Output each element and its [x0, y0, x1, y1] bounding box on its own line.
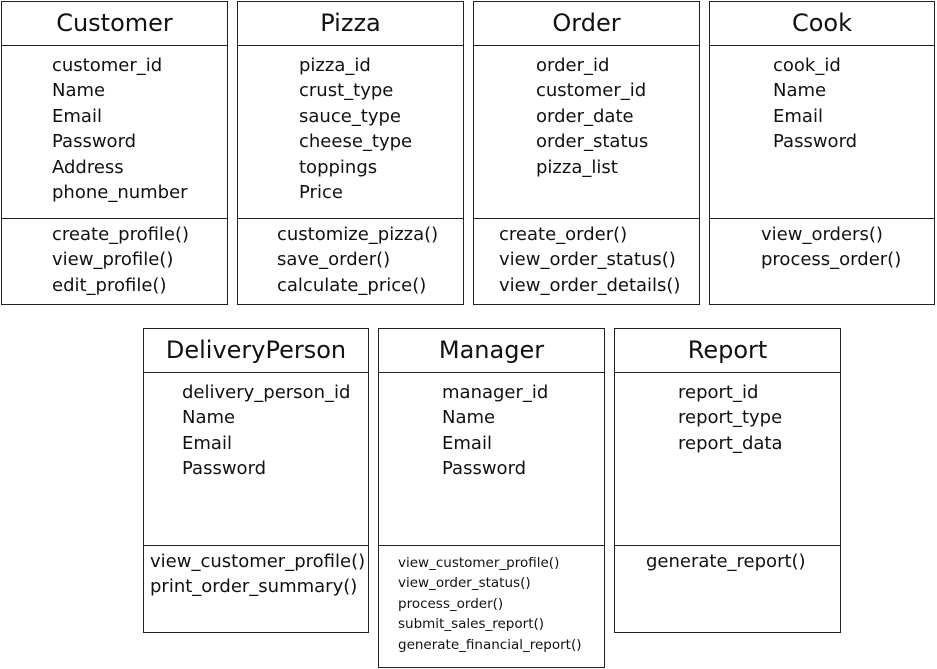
attribute: crust_type	[299, 80, 394, 102]
attribute: sauce_type	[299, 105, 401, 127]
method: generate_financial_report()	[398, 636, 582, 653]
method: view_customer_profile()	[398, 555, 560, 571]
class-name: Cook	[710, 2, 934, 46]
methods-section: create_order() view_order_status() view_…	[474, 219, 699, 304]
attribute: delivery_person_id	[182, 382, 351, 403]
method: print_order_summary()	[150, 576, 358, 598]
attribute: Address	[52, 156, 124, 178]
class-name: Customer	[2, 2, 227, 46]
attribute: Email	[442, 432, 492, 454]
attribute: pizza_list	[536, 156, 618, 178]
class-manager: Manager manager_id Name Email Password v…	[378, 328, 605, 668]
methods-section: generate_report()	[615, 546, 840, 632]
attribute: Password	[52, 131, 137, 153]
attribute: Email	[52, 105, 102, 127]
attribute: Email	[773, 105, 823, 127]
attribute: Password	[773, 131, 858, 153]
method: view_customer_profile()	[150, 551, 366, 572]
attribute: cheese_type	[299, 131, 413, 153]
attributes-section: pizza_id crust_type sauce_type cheese_ty…	[238, 46, 463, 219]
attribute: customer_id	[536, 80, 647, 102]
class-cook: Cook cook_id Name Email Password view_or…	[709, 1, 935, 305]
attribute: report_data	[678, 432, 783, 454]
attribute: Name	[182, 407, 236, 429]
class-delivery-person: DeliveryPerson delivery_person_id Name E…	[143, 328, 369, 633]
attribute: order_id	[536, 55, 610, 76]
method: generate_report()	[646, 551, 806, 572]
attribute: phone_number	[52, 182, 188, 204]
attributes-section: order_id customer_id order_date order_st…	[474, 46, 699, 219]
attribute: Name	[52, 80, 106, 102]
method: edit_profile()	[52, 274, 167, 296]
attribute: Price	[299, 182, 343, 204]
methods-section: view_customer_profile() print_order_summ…	[144, 546, 368, 632]
method: view_orders()	[761, 224, 883, 245]
attribute: toppings	[299, 156, 378, 178]
attribute: customer_id	[52, 55, 163, 76]
method: view_order_status()	[398, 575, 531, 592]
method: submit_sales_report()	[398, 616, 545, 633]
class-name: DeliveryPerson	[144, 329, 368, 373]
class-name: Order	[474, 2, 699, 46]
attributes-section: customer_id Name Email Password Address …	[2, 46, 227, 219]
method: process_order()	[761, 249, 902, 271]
class-name: Report	[615, 329, 840, 373]
method: view_order_details()	[499, 274, 681, 296]
attributes-section: delivery_person_id Name Email Password	[144, 373, 368, 546]
method: process_order()	[398, 595, 504, 612]
method: customize_pizza()	[277, 224, 439, 245]
method: create_profile()	[52, 224, 190, 245]
attribute: Name	[442, 407, 496, 429]
attributes-section: report_id report_type report_data	[615, 373, 840, 546]
methods-section: customize_pizza() save_order() calculate…	[238, 219, 463, 304]
attribute: manager_id	[442, 382, 549, 403]
class-order: Order order_id customer_id order_date or…	[473, 1, 700, 305]
class-name: Pizza	[238, 2, 463, 46]
attributes-section: cook_id Name Email Password	[710, 46, 934, 219]
method: create_order()	[499, 224, 628, 245]
attribute: Password	[182, 458, 267, 480]
attributes-section: manager_id Name Email Password	[379, 373, 604, 546]
methods-section: view_orders() process_order()	[710, 219, 934, 304]
attribute: Password	[442, 458, 527, 480]
methods-section: view_customer_profile() view_order_statu…	[379, 546, 604, 667]
attribute: report_type	[678, 407, 783, 429]
attribute: pizza_id	[299, 55, 371, 76]
method: view_profile()	[52, 249, 174, 271]
method: calculate_price()	[277, 274, 427, 296]
method: view_order_status()	[499, 249, 676, 271]
attribute: cook_id	[773, 55, 841, 76]
method: save_order()	[277, 249, 391, 271]
attribute: order_date	[536, 105, 634, 127]
class-report: Report report_id report_type report_data…	[614, 328, 841, 633]
attribute: report_id	[678, 382, 759, 403]
class-pizza: Pizza pizza_id crust_type sauce_type che…	[237, 1, 464, 305]
attribute: Name	[773, 80, 827, 102]
attribute: order_status	[536, 131, 649, 153]
class-name: Manager	[379, 329, 604, 373]
attribute: Email	[182, 432, 232, 454]
class-customer: Customer customer_id Name Email Password…	[1, 1, 228, 305]
methods-section: create_profile() view_profile() edit_pro…	[2, 219, 227, 304]
